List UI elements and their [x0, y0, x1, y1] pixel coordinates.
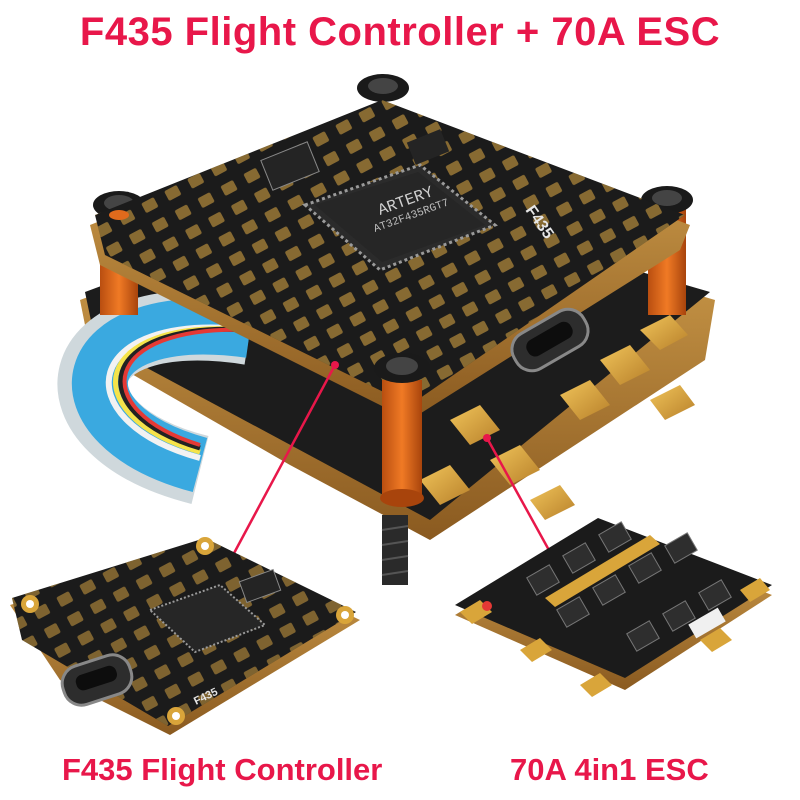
regulator-chip [406, 129, 450, 165]
esc-motor-pads [420, 315, 695, 520]
standoff-front [374, 353, 430, 507]
esc-board-inset [455, 518, 772, 697]
page-title: F435 Flight Controller + 70A ESC [79, 10, 721, 54]
esc-caption: 70A 4in1 ESC [510, 752, 709, 787]
usb-port [510, 307, 590, 373]
standoff-back [357, 74, 409, 102]
bolt-thread [381, 525, 409, 576]
fc-board-inset [10, 537, 360, 735]
screw-left [109, 210, 129, 220]
fc-esc-stack: ARTERY AT32F435RGT7 F435 [57, 74, 715, 585]
fc-caption: F435 Flight Controller [62, 752, 383, 787]
callout-dot-fc [331, 361, 339, 369]
ribbon-cable [57, 290, 256, 504]
callout-line-fc [216, 364, 337, 584]
callout-dot-esc [483, 434, 491, 442]
mcu-chip [302, 163, 498, 272]
flash-chip [260, 141, 320, 191]
